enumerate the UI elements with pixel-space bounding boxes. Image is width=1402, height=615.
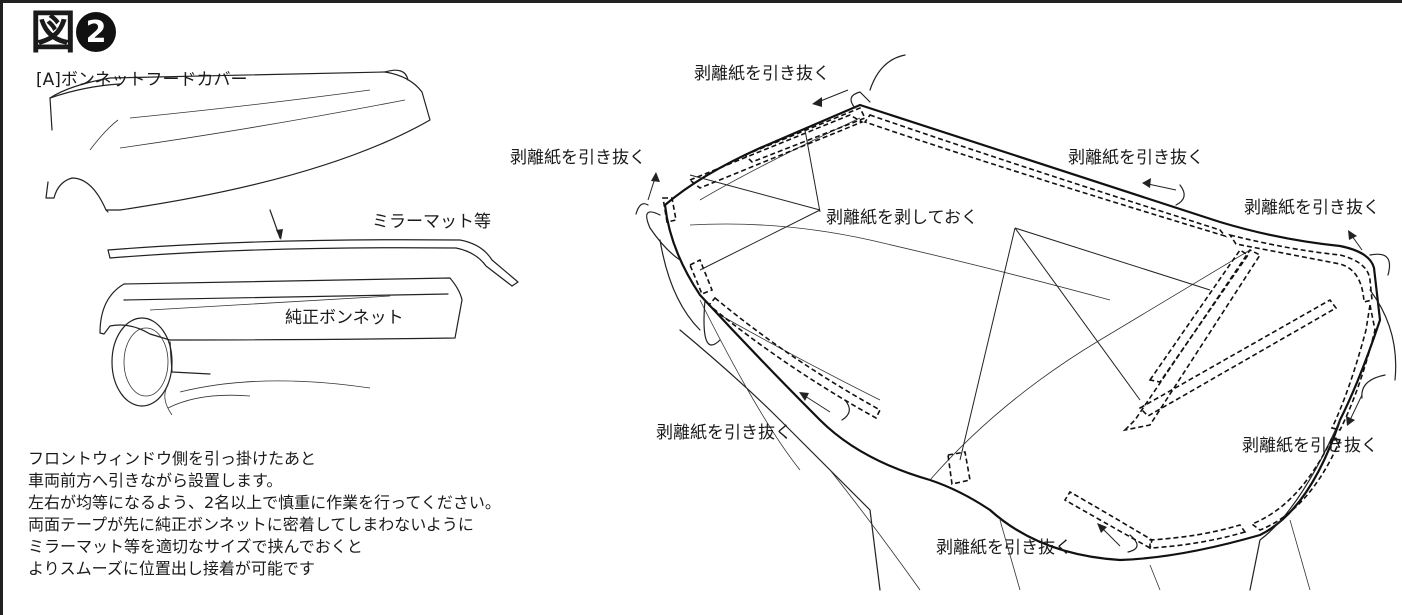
pull-arrows bbox=[647, 89, 1363, 547]
stock-bonnet-label: 純正ボンネット bbox=[285, 308, 404, 328]
instruction-line: フロントウィンドウ側を引っ掛けたあと bbox=[28, 449, 317, 468]
part-a-label: [A]ボンネットフードカバー bbox=[36, 70, 248, 90]
peel-label-far-right: 剥離紙を引き抜く bbox=[1244, 198, 1380, 218]
instruction-line: ミラーマット等を適切なサイズで挟んでおくと bbox=[28, 537, 363, 556]
car-body-lines bbox=[635, 54, 1397, 591]
figure-title-text: 図 bbox=[30, 5, 76, 59]
bonnet-cover-illustration bbox=[45, 69, 431, 213]
stock-bonnet-illustration bbox=[99, 277, 463, 416]
figure-number-badge: 2 bbox=[76, 12, 116, 52]
mirror-mat-label: ミラーマット等 bbox=[372, 212, 491, 232]
instruction-line: 両面テープが先に純正ボンネットに密着してしまわないように bbox=[28, 515, 474, 534]
peel-label-left: 剥離紙を引き抜く bbox=[510, 148, 646, 168]
instruction-line: 左右が均等になるよう、2名以上で慎重に作業を行ってください。 bbox=[28, 493, 501, 512]
instruction-line: 車両前方へ引きながら設置します。 bbox=[28, 471, 283, 490]
peel-label-top: 剥離紙を引き抜く bbox=[694, 64, 830, 84]
peel-label-right-upper: 剥離紙を引き抜く bbox=[1068, 148, 1204, 168]
instruction-text: フロントウィンドウ側を引っ掛けたあと 車両前方へ引きながら設置します。 左右が均… bbox=[28, 448, 501, 580]
figure-title: 図 2 bbox=[30, 6, 116, 58]
leader-lines bbox=[689, 129, 1211, 461]
peel-first-label: 剥離紙を剥しておく bbox=[826, 208, 978, 228]
mirror-mat-illustration bbox=[107, 239, 519, 287]
down-arrow bbox=[269, 209, 283, 240]
peel-label-lower-left: 剥離紙を引き抜く bbox=[656, 423, 792, 443]
peel-label-lower-right: 剥離紙を引き抜く bbox=[1242, 436, 1378, 456]
instruction-line: よりスムーズに位置出し接着が可能です bbox=[28, 559, 315, 578]
double-sided-tape-outlines bbox=[662, 106, 1376, 550]
peel-label-bottom: 剥離紙を引き抜く bbox=[936, 538, 1072, 558]
